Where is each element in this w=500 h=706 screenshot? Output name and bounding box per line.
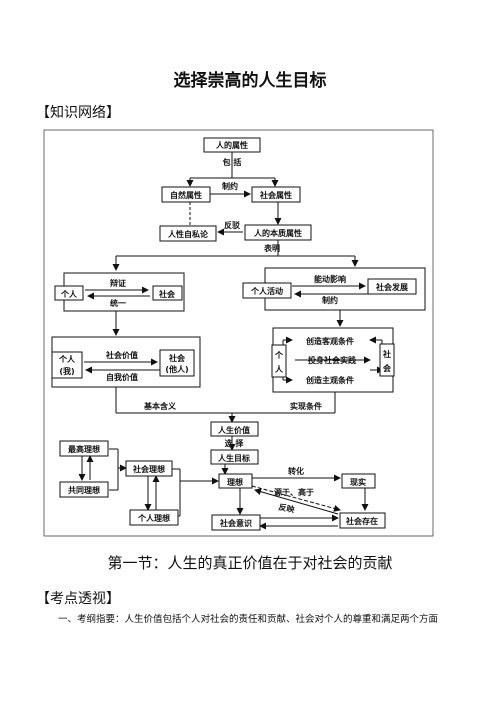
node-common-ideal [59, 481, 109, 498]
node-label: 社会 [168, 353, 185, 363]
node-society-vertical [379, 343, 395, 377]
edge-label: 反映 [278, 502, 297, 515]
node-individual-me [51, 351, 83, 379]
node-label: 个人 [58, 354, 76, 364]
edge-label: 基本含义 [143, 401, 177, 411]
node-ideal [218, 473, 253, 489]
node-social-ideal [125, 460, 173, 477]
edge-label: 社会价值 [105, 350, 138, 360]
node-selfishness-theory [159, 225, 217, 242]
node-social-existence [339, 512, 386, 529]
node-individual-vertical [271, 344, 287, 378]
section-exam-points: 【考点透视】 [36, 591, 120, 607]
edge-label: 选 择 [225, 438, 245, 448]
edge-label: 自我价值 [106, 372, 138, 382]
condition-practice: 投身社会实践 [308, 355, 356, 365]
section-knowledge-network: 【知识网络】 [36, 105, 120, 121]
edge-label: 源于、高于 [274, 487, 314, 497]
node-human-attributes [203, 137, 261, 153]
node-label: 社会理想 [132, 464, 165, 474]
node-label: 社会存在 [345, 516, 378, 526]
node-social-attribute [251, 186, 301, 203]
node-personal-ideal [129, 509, 179, 526]
node-label: (他人) [165, 364, 188, 374]
node-personal-activity [242, 282, 292, 299]
node-label: 最高理想 [68, 444, 100, 454]
node-label: 人 [275, 364, 284, 374]
node-label: 社会 [158, 289, 175, 299]
node-natural-attribute [161, 186, 211, 203]
edge-label: 辩证 [110, 278, 126, 288]
edge-label: 转化 [288, 466, 304, 476]
node-label: (我) [59, 366, 74, 376]
node-label: 社会发展 [375, 282, 408, 292]
node-label: 人的本质属性 [254, 228, 302, 238]
node-social-development [367, 278, 417, 295]
node-label: 理想 [227, 477, 243, 487]
node-life-value [210, 421, 259, 437]
edge-label: 能动影响 [314, 274, 346, 284]
node-essential-attribute [244, 224, 312, 241]
node-label: 社会意识 [219, 518, 252, 528]
edge-label: 包 括 [222, 157, 242, 167]
edge-label: 反驳 [224, 220, 241, 230]
node-society-others [159, 349, 195, 377]
node-label: 个人活动 [250, 286, 283, 296]
node-society-a [152, 285, 183, 301]
edge-label: 制约 [322, 295, 338, 305]
page-title: 选择崇高的人生目标 [173, 71, 327, 91]
node-label: 人性自私论 [168, 229, 209, 239]
condition-objective: 创造客观条件 [305, 336, 354, 346]
node-reality [341, 473, 376, 489]
section-heading: 第一节：人生的真正价值在于对社会的贡献 [107, 554, 393, 572]
node-label: 社会属性 [259, 190, 292, 200]
node-highest-ideal [59, 440, 109, 457]
node-label: 个 [274, 350, 284, 360]
node-label: 个人 [60, 289, 78, 299]
node-individual-a [54, 285, 84, 301]
node-label: 自然属性 [170, 190, 202, 200]
body-paragraph: 一、考纲指要：人生价值包括个人对社会的责任和贡献、社会对个人的尊重和满足两个方面 [58, 614, 439, 625]
condition-subjective: 创造主观条件 [305, 375, 354, 385]
node-label: 人的属性 [216, 140, 248, 150]
edge-label: 实现条件 [290, 401, 322, 411]
node-label: 人生目标 [218, 453, 250, 463]
node-label: 共同理想 [68, 485, 100, 495]
node-label: 会 [383, 363, 391, 373]
node-social-consciousness [211, 514, 261, 531]
edge-label: 制约 [222, 181, 238, 191]
edge-label: 表明 [263, 243, 280, 253]
diagram-frame [43, 129, 434, 537]
node-label: 人生价值 [218, 425, 250, 435]
node-label: 现实 [350, 477, 366, 487]
node-label: 个人理想 [137, 513, 170, 523]
node-life-goal [210, 449, 259, 465]
edge-label: 统一 [110, 298, 126, 308]
node-label: 社 [382, 349, 391, 359]
